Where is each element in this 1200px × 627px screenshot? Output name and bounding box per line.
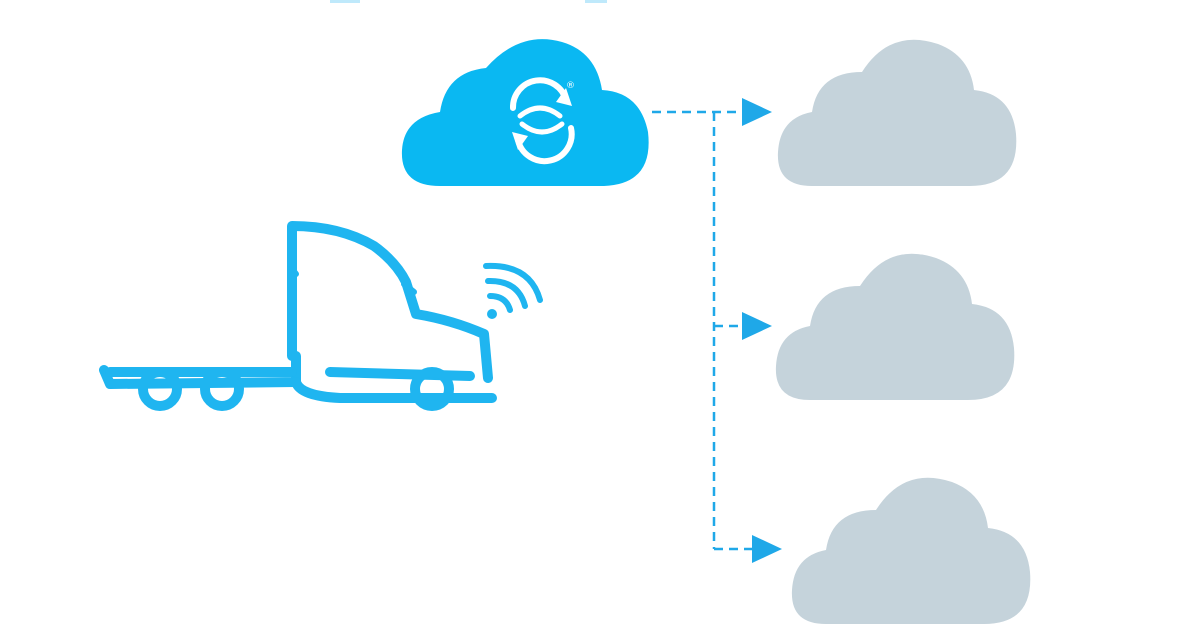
destination-cloud-2 — [775, 253, 1015, 400]
destination-cloud-shape — [777, 39, 1017, 186]
arrow-head-3 — [752, 535, 782, 563]
arrow-head-2 — [742, 312, 772, 340]
destination-cloud-1 — [777, 39, 1017, 186]
arrow-head-1 — [742, 98, 772, 126]
destination-cloud-shape — [791, 477, 1031, 624]
connector-arrows — [742, 98, 782, 563]
destination-cloud-3 — [791, 477, 1031, 624]
connector-lines — [652, 110, 752, 551]
wifi-signal-icon — [483, 262, 543, 319]
destination-cloud-shape — [775, 253, 1015, 400]
top-fragment — [330, 0, 607, 3]
sync-icon — [509, 77, 575, 165]
hub-cloud: ® — [401, 39, 649, 187]
truck-icon — [99, 221, 497, 411]
registered-mark: ® — [566, 81, 575, 91]
